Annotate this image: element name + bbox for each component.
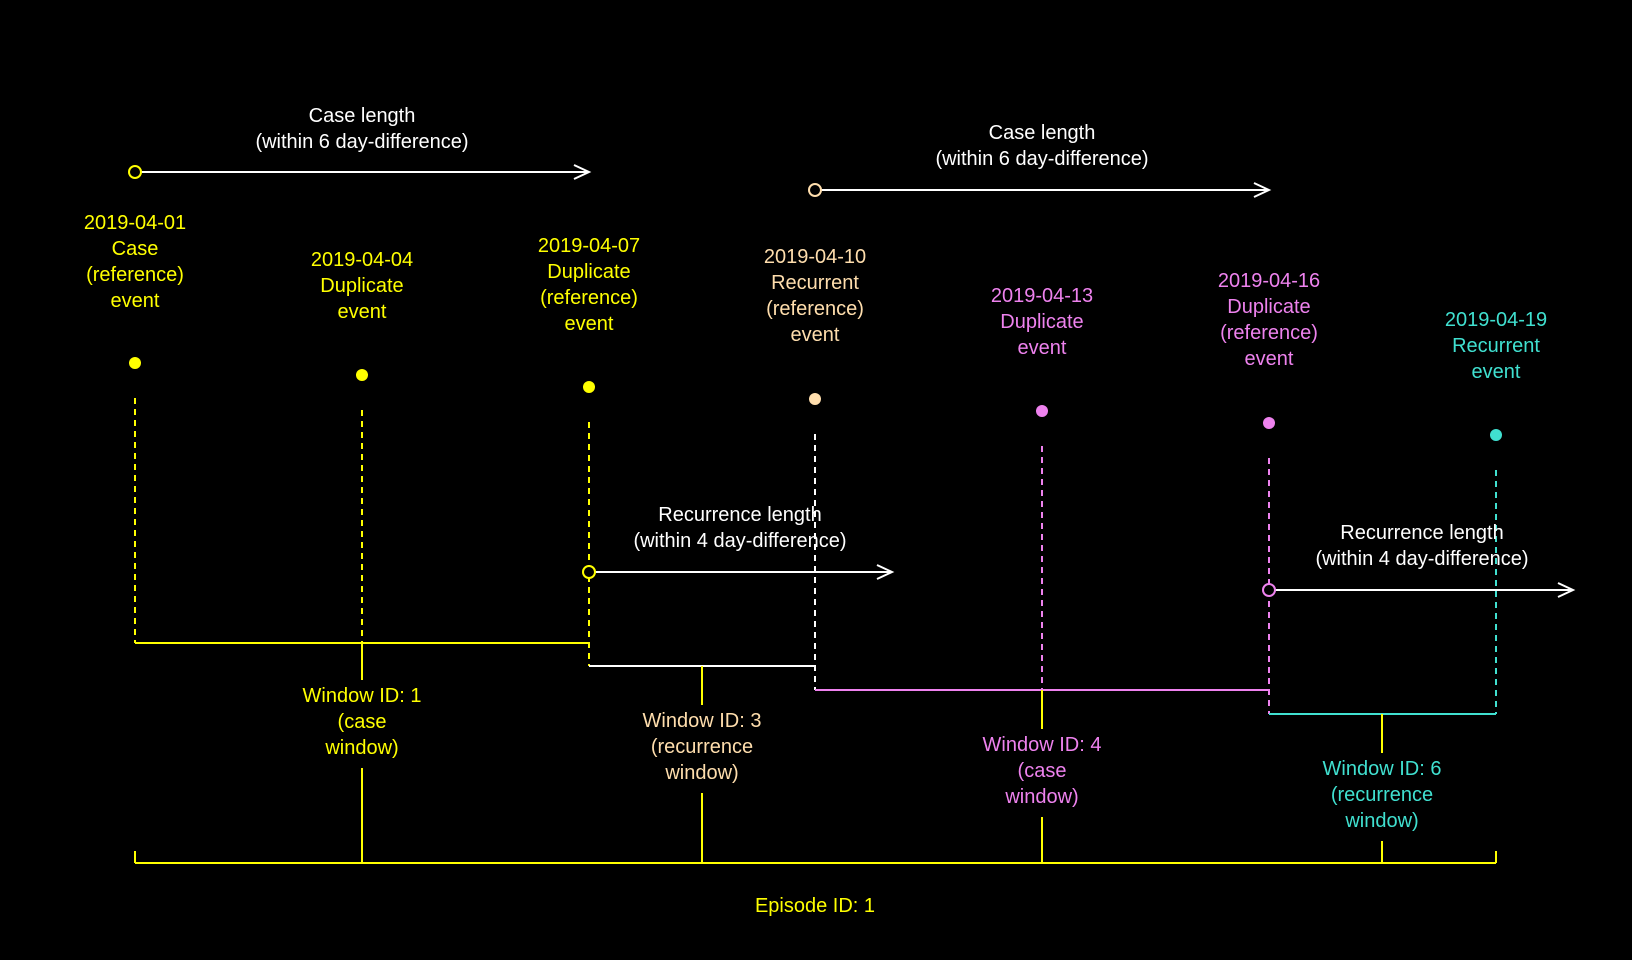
event-7-label-line-0: Recurrent [1452,335,1540,357]
event-1-label-line-2: event [111,290,160,312]
event-5-label-line-0: Duplicate [1000,311,1083,333]
window-1-label-line-2: window) [324,737,398,759]
event-1-label-line-0: Case [112,238,159,260]
recurrence-length-2-arrow-head [1557,582,1576,598]
event-3-dot [583,381,595,393]
event-1-date-line-0: 2019-04-01 [84,212,186,234]
window-1-label-line-1: (case [338,711,387,733]
recurrence-length-2-label-line-1: (within 4 day-difference) [1315,548,1528,570]
window-3-label-line-0: Window ID: 4 [983,734,1102,756]
window-2-label-line-2: window) [664,762,738,784]
event-5-date-line-0: 2019-04-13 [991,285,1093,307]
window-4-label-line-1: (recurrence [1331,784,1433,806]
event-6-date-line-0: 2019-04-16 [1218,270,1320,292]
event-7-label-line-1: event [1472,361,1521,383]
window-3-label-line-1: (case [1018,760,1067,782]
window-2-label-line-1: (recurrence [651,736,753,758]
case-length-1-label-line-1: (within 6 day-difference) [255,131,468,153]
window-3-label-line-2: window) [1004,786,1078,808]
event-2-dot [356,369,368,381]
event-4-label-line-2: event [791,324,840,346]
event-3-label-line-1: (reference) [540,287,638,309]
event-4-date-line-0: 2019-04-10 [764,246,866,268]
event-3-label-line-0: Duplicate [547,261,630,283]
recurrence-length-2-start-marker [1262,583,1276,597]
recurrence-length-1-arrow-head [876,564,895,580]
event-7-date-line-0: 2019-04-19 [1445,309,1547,331]
case-length-2-start-marker [808,183,822,197]
event-2-label-line-0: Duplicate [320,275,403,297]
window-4-label-line-2: window) [1344,810,1418,832]
event-2-date-line-0: 2019-04-04 [311,249,413,271]
event-1-dot [129,357,141,369]
recurrence-length-1-label-line-1: (within 4 day-difference) [633,530,846,552]
window-1-label-line-0: Window ID: 1 [303,685,422,707]
recurrence-length-1-start-marker [582,565,596,579]
window-4-label-line-0: Window ID: 6 [1323,758,1442,780]
event-6-label-line-1: (reference) [1220,322,1318,344]
event-6-label-line-0: Duplicate [1227,296,1310,318]
event-6-dot [1263,417,1275,429]
event-4-label-line-0: Recurrent [771,272,859,294]
case-length-2-label-line-0: Case length [989,122,1096,144]
case-length-1-start-marker [128,165,142,179]
case-length-2-label-line-1: (within 6 day-difference) [935,148,1148,170]
event-3-date-line-0: 2019-04-07 [538,235,640,257]
case-length-1-arrow-head [573,164,592,180]
event-7-dot [1490,429,1502,441]
event-4-dot [809,393,821,405]
event-1-label-line-1: (reference) [86,264,184,286]
event-5-label-line-1: event [1018,337,1067,359]
event-2-label-line-1: event [338,301,387,323]
event-5-dot [1036,405,1048,417]
event-6-label-line-2: event [1245,348,1294,370]
case-length-2-arrow-head [1253,182,1272,198]
recurrence-length-2-label-line-0: Recurrence length [1340,522,1503,544]
window-2-label-line-0: Window ID: 3 [643,710,762,732]
event-4-label-line-1: (reference) [766,298,864,320]
recurrence-length-1-label-line-0: Recurrence length [658,504,821,526]
case-length-1-label-line-0: Case length [309,105,416,127]
event-3-label-line-2: event [565,313,614,335]
episode-label: Episode ID: 1 [755,895,875,917]
